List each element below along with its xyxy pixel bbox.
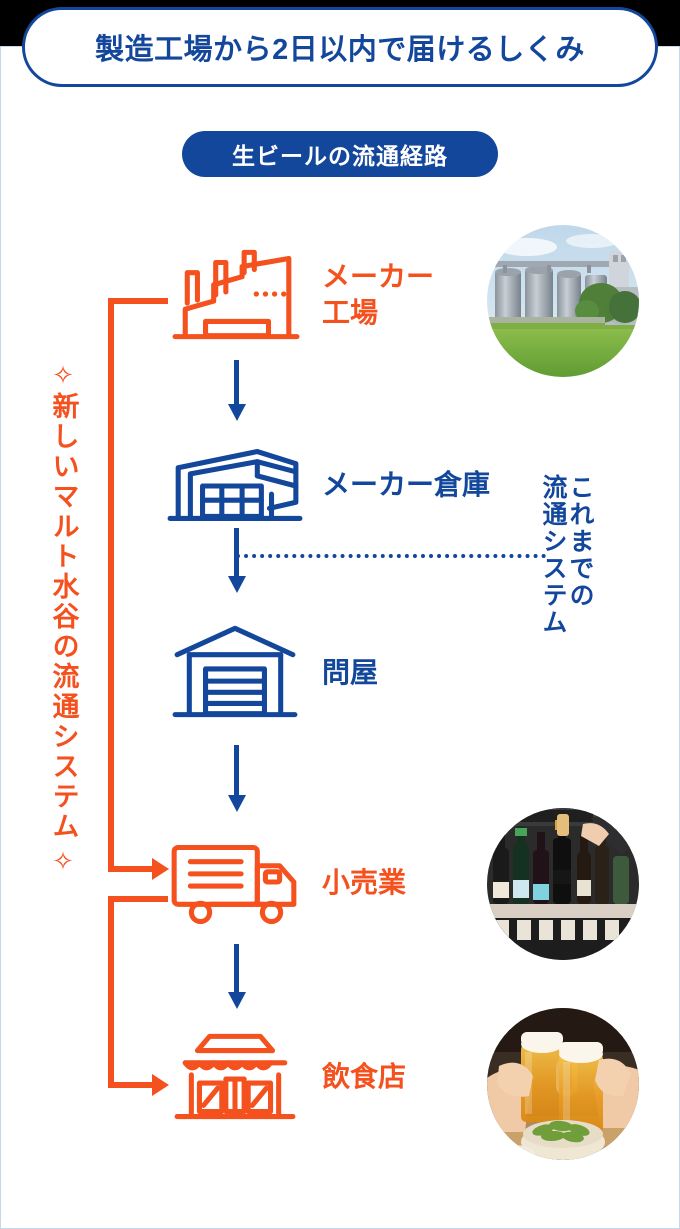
arrow-factory-to-warehouse bbox=[228, 360, 246, 422]
arrow-head bbox=[228, 576, 246, 593]
page-title: 製造工場から2日以内で届けるしくみ bbox=[95, 34, 585, 66]
orange-connector-branch-horizontal bbox=[108, 896, 168, 902]
arrow-wholesaler-to-retail bbox=[228, 745, 246, 815]
sparkle-icon-top: ✧ bbox=[52, 360, 74, 390]
flow-step-label-restaurant: 飲食店 bbox=[322, 1061, 407, 1093]
header-pill: 製造工場から2日以内で届けるしくみ bbox=[22, 7, 658, 87]
beer-cheers-photo bbox=[487, 1008, 639, 1160]
orange-arrowhead-retail bbox=[152, 858, 169, 880]
delivery-truck-icon bbox=[160, 833, 310, 933]
flow-step-wholesaler: 問屋 bbox=[160, 618, 378, 728]
flow-step-maker-warehouse: メーカー倉庫 bbox=[160, 430, 490, 540]
orange-connector-retail-horizontal bbox=[108, 866, 154, 872]
legacy-system-caption: 流通システム これまでの bbox=[539, 474, 594, 636]
orange-connector-factory-horizontal bbox=[108, 298, 168, 304]
badge-label: 生ビールの流通経路 bbox=[232, 143, 448, 169]
arrow-warehouse-to-wholesaler bbox=[228, 528, 246, 596]
arrow-stem bbox=[234, 528, 239, 578]
flow-step-label-retail: 小売業 bbox=[322, 867, 407, 899]
orange-connector-restaurant-horizontal bbox=[108, 1082, 154, 1088]
flow-step-factory: メーカー 工場 bbox=[160, 240, 434, 350]
arrow-head bbox=[228, 795, 246, 812]
arrow-head bbox=[228, 992, 246, 1009]
warehouse-icon bbox=[160, 435, 310, 535]
orange-connector-branch-trunk bbox=[108, 896, 114, 1088]
sparkle-icon-bottom: ✧ bbox=[52, 846, 74, 876]
flow-step-label-factory: メーカー 工場 bbox=[322, 259, 434, 331]
storefront-icon bbox=[160, 1027, 310, 1127]
flow-step-label-maker-warehouse: メーカー倉庫 bbox=[322, 469, 491, 501]
flow-step-label-line2: 工場 bbox=[322, 297, 379, 328]
status-badge: 生ビールの流通経路 bbox=[182, 131, 498, 177]
grain-silos-photo bbox=[487, 225, 639, 377]
factory-icon bbox=[160, 245, 310, 345]
flow-step-label-line1: メーカー bbox=[322, 261, 435, 293]
legacy-system-caption-line1: これまでの bbox=[566, 474, 594, 609]
arrow-retail-to-restaurant bbox=[228, 944, 246, 1012]
flow-step-label-wholesaler: 問屋 bbox=[322, 657, 379, 689]
orange-arrowhead-restaurant bbox=[152, 1074, 169, 1096]
new-system-caption-text: 新しいマルト水谷の流通システム bbox=[48, 392, 79, 842]
arrow-stem bbox=[234, 745, 239, 797]
arrow-head bbox=[228, 404, 246, 421]
wine-shop-photo bbox=[487, 808, 639, 960]
arrow-stem bbox=[234, 944, 239, 994]
barn-warehouse-icon bbox=[160, 623, 310, 723]
flow-step-restaurant: 飲食店 bbox=[160, 1022, 406, 1132]
legacy-system-divider bbox=[236, 554, 546, 558]
orange-connector-trunk bbox=[108, 298, 114, 872]
legacy-system-caption-line2: 流通システム bbox=[539, 474, 567, 636]
arrow-stem bbox=[234, 360, 239, 406]
flow-step-retail: 小売業 bbox=[160, 828, 406, 938]
new-system-caption: ✧ 新しいマルト水谷の流通システム ✧ bbox=[34, 362, 92, 874]
